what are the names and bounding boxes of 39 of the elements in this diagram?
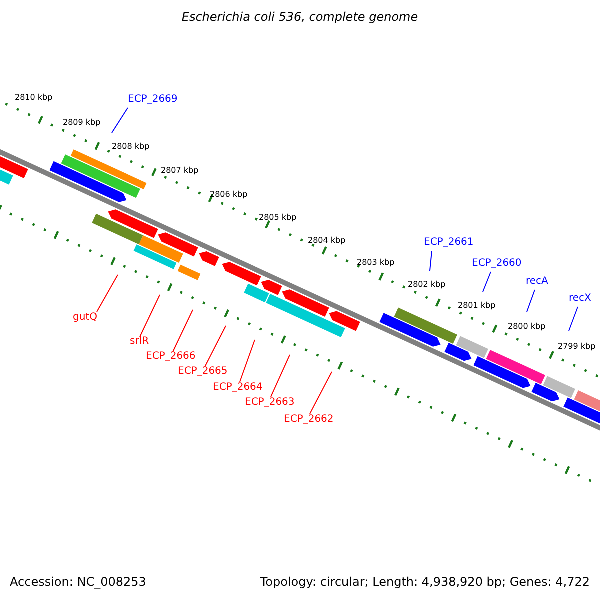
leader-line — [270, 354, 290, 398]
gene-label: ECP_2669 — [128, 95, 178, 105]
chart-title: Escherichia coli 536, complete genome — [180, 11, 420, 23]
scale-label: 2810 kbp — [15, 94, 53, 102]
gene-label: recA — [526, 277, 548, 287]
gene-label: srlR — [130, 337, 150, 347]
gene-label: ECP_2661 — [424, 238, 474, 248]
gene-label: ECP_2660 — [472, 259, 522, 269]
scale-label: 2805 kbp — [259, 214, 297, 222]
scale-label: 2806 kbp — [210, 191, 248, 199]
gene-label: gutQ — [73, 313, 98, 323]
accession-note: Accession: NC_008253 — [10, 576, 146, 588]
gene-label: ECP_2662 — [284, 415, 334, 425]
gene-label: ECP_2666 — [146, 352, 196, 362]
leader-line — [310, 372, 332, 414]
scale-label: 2808 kbp — [112, 143, 150, 151]
leader-line — [96, 274, 118, 312]
leader-line — [172, 310, 194, 352]
scale-label: 2803 kbp — [357, 259, 395, 267]
scale-label: 2800 kbp — [508, 323, 546, 331]
leader-line — [482, 272, 492, 292]
leader-line — [140, 294, 160, 338]
scale-label: 2799 kbp — [558, 343, 596, 351]
scale-label: 2802 kbp — [408, 281, 446, 289]
gene-label: recX — [569, 294, 592, 304]
leader-line — [240, 340, 256, 382]
leader-line — [568, 306, 578, 332]
leader-line — [430, 250, 432, 272]
gene-label: ECP_2665 — [178, 367, 228, 377]
scale-label: 2801 kbp — [458, 302, 496, 310]
scale-label: 2809 kbp — [63, 119, 101, 127]
gene-label: ECP_2663 — [245, 398, 295, 408]
leader-line — [112, 108, 128, 134]
genome-summary: Topology: circular; Length: 4,938,920 bp; Genes: 4,722 — [260, 576, 590, 588]
gene-label: ECP_2664 — [213, 383, 263, 393]
leader-line — [526, 290, 536, 312]
scale-label: 2807 kbp — [161, 167, 199, 175]
scale-label: 2804 kbp — [308, 237, 346, 245]
leader-line — [204, 326, 226, 368]
